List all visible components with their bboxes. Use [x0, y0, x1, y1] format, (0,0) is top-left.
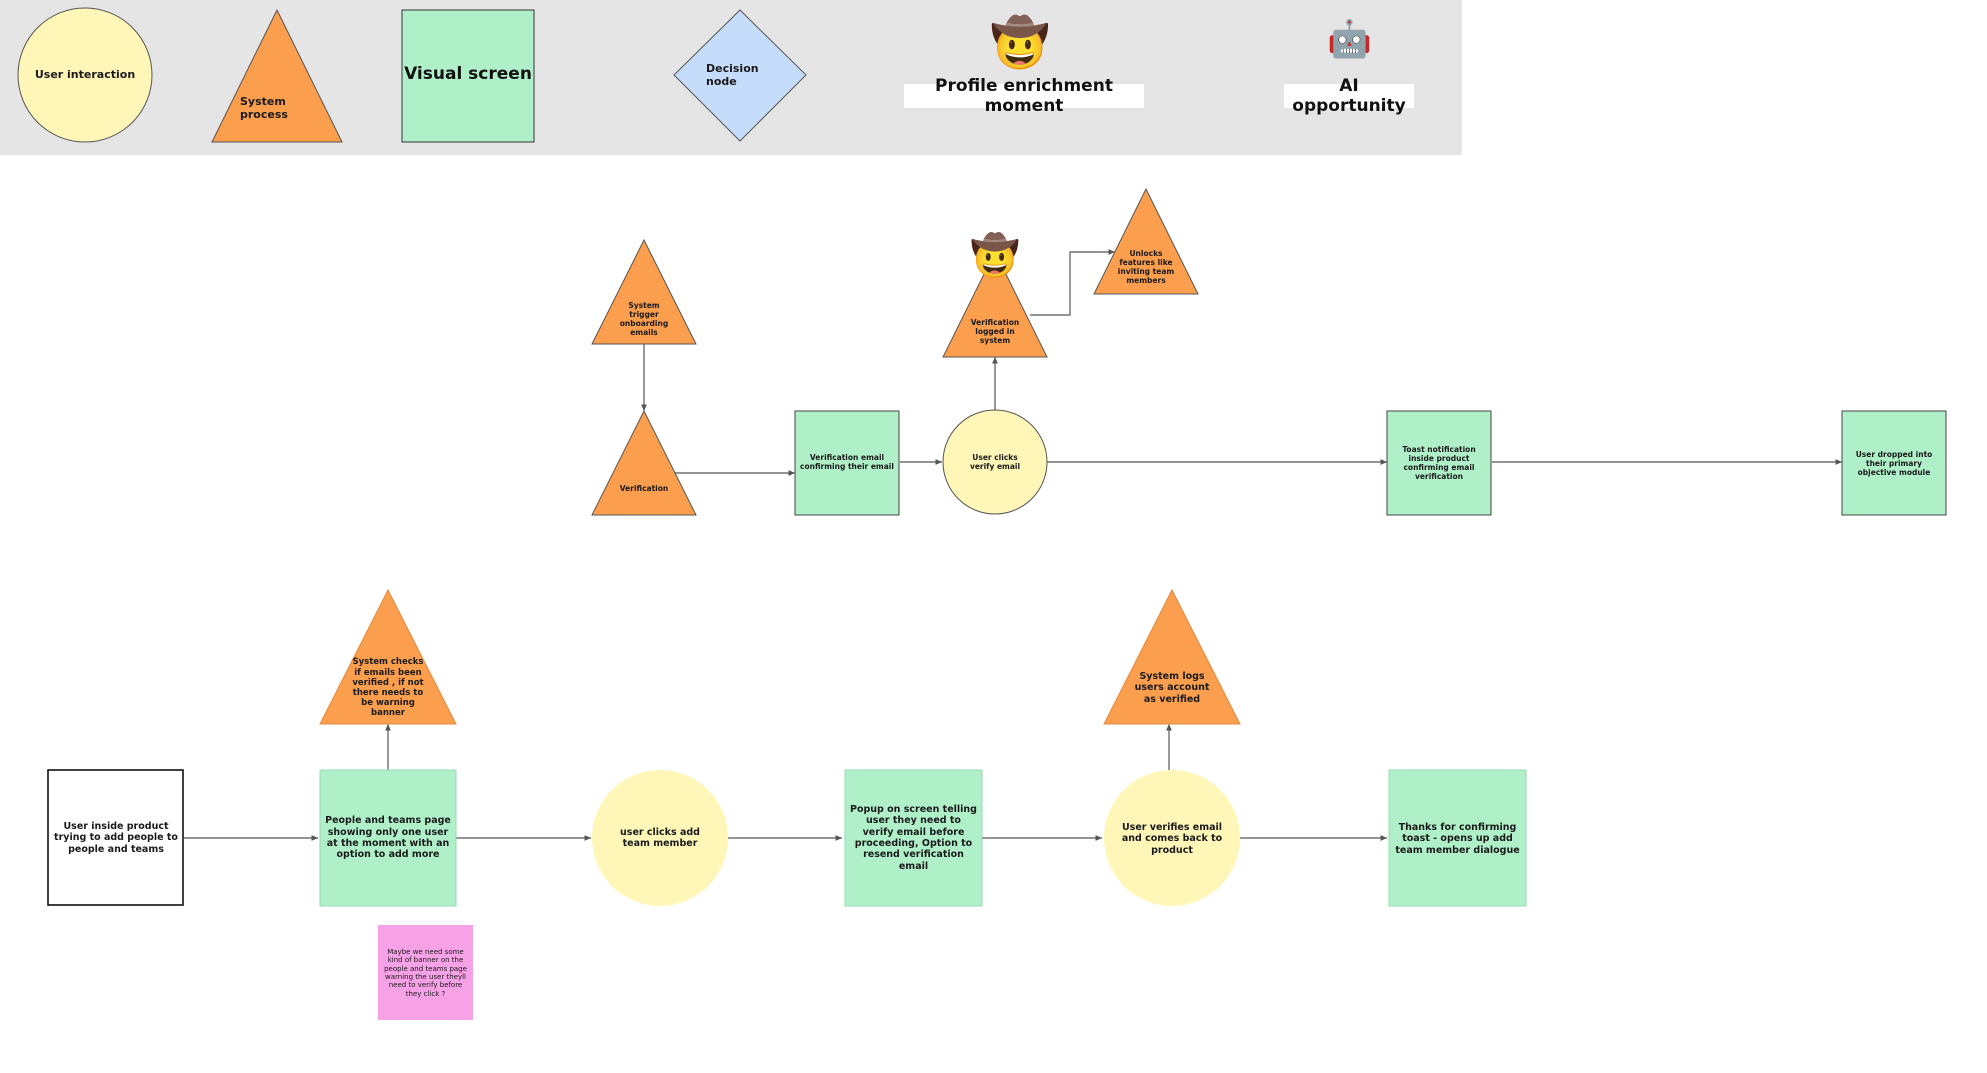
- toast-notification-label: Toast notification inside product confir…: [1402, 445, 1476, 481]
- legend-user-interaction-label: User interaction: [34, 68, 136, 82]
- legend-visual-screen-label: Visual screen: [404, 63, 532, 84]
- people-page-label: People and teams page showing only one u…: [325, 815, 451, 861]
- user-verifies-circle[interactable]: [1104, 770, 1240, 906]
- verification-email-screen[interactable]: [794, 410, 900, 516]
- system-logs-triangle[interactable]: [1103, 588, 1241, 725]
- verification-triangle[interactable]: [591, 409, 697, 516]
- legend-system-process-label: System process: [240, 94, 288, 121]
- popup-verify-label: Popup on screen telling user they need t…: [849, 803, 977, 872]
- sticky-note-label: Maybe we need some kind of banner on the…: [384, 947, 467, 998]
- system-checks-triangle[interactable]: [319, 588, 457, 725]
- verification-logged-label: Verification logged in system: [970, 317, 1020, 345]
- system-checks-label: System checks if emails been verified , …: [352, 657, 424, 719]
- start-label: User inside product trying to add people…: [54, 820, 178, 855]
- legend-decision-node-label: Decision node: [706, 61, 759, 88]
- robot-face-icon: 🤖: [1327, 19, 1372, 60]
- verification-email-label: Verification email confirming their emai…: [800, 453, 894, 471]
- legend-user-interaction-circle: [17, 7, 153, 143]
- system-logs-label: System logs users account as verified: [1134, 670, 1210, 705]
- start-box[interactable]: [47, 769, 184, 906]
- legend-visual-screen-rect: [401, 9, 535, 143]
- user-verifies-label: User verifies email and comes back to pr…: [1121, 821, 1223, 856]
- legend-ai-opportunity-label: AI opportunity: [1284, 76, 1414, 116]
- connector-logged-to-unlocks: [1030, 249, 1115, 316]
- onboarding-emails-label: System trigger onboarding emails: [619, 301, 669, 337]
- verification-label: Verification: [619, 483, 669, 493]
- onboarding-emails-triangle[interactable]: [591, 238, 697, 345]
- user-clicks-verify-label: User clicks verify email: [969, 453, 1021, 471]
- legend-decision-node-diamond: [673, 9, 807, 142]
- user-clicks-verify-circle[interactable]: [942, 409, 1048, 515]
- thanks-toast-screen[interactable]: [1388, 769, 1527, 907]
- cowboy-face-icon: 🤠: [990, 15, 1050, 71]
- sticky-note[interactable]: [378, 925, 473, 1020]
- popup-verify-screen[interactable]: [844, 769, 983, 907]
- user-dropped-screen[interactable]: [1841, 410, 1947, 516]
- verification-logged-triangle[interactable]: [942, 250, 1048, 358]
- clicks-add-member-circle[interactable]: [592, 770, 728, 906]
- toast-notification-screen[interactable]: [1386, 410, 1492, 516]
- people-page-screen[interactable]: [319, 769, 457, 907]
- thanks-toast-label: Thanks for confirming toast - opens up a…: [1395, 821, 1520, 856]
- clicks-add-member-label: user clicks add team member: [620, 826, 700, 849]
- unlocks-features-triangle[interactable]: [1093, 187, 1199, 295]
- legend-system-process-triangle: [211, 8, 343, 143]
- legend-profile-enrichment-label: Profile enrichment moment: [904, 76, 1144, 116]
- user-dropped-label: User dropped into their primary objectiv…: [1855, 449, 1933, 477]
- unlocks-features-label: Unlocks features like inviting team memb…: [1117, 249, 1175, 285]
- cowboy-face-icon: 🤠: [970, 233, 1020, 279]
